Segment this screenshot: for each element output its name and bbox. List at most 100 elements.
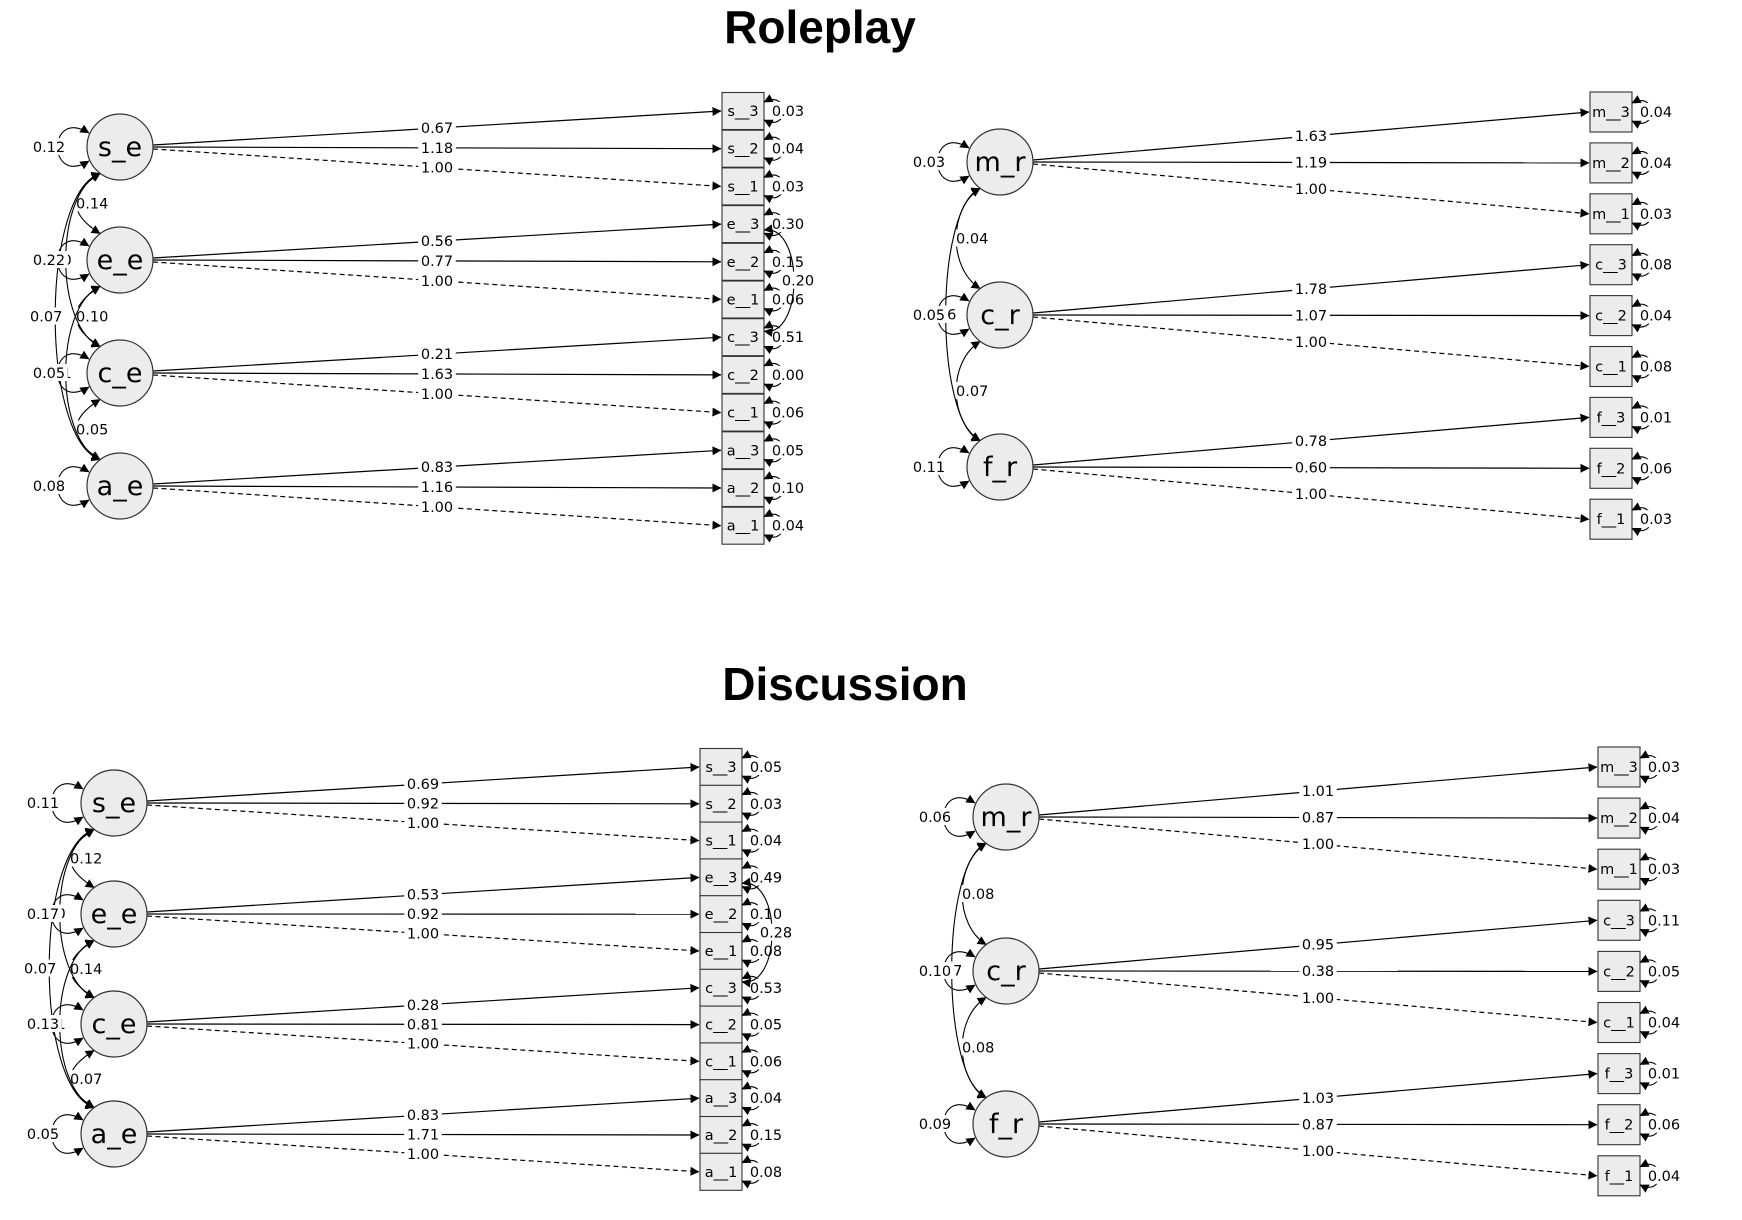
loading-label: 0.81 bbox=[407, 1017, 439, 1033]
indicator-node: a__2 bbox=[699, 1115, 743, 1155]
latent-label: f_r bbox=[983, 452, 1018, 483]
loading-label: 1.03 bbox=[1302, 1091, 1334, 1107]
residual-label: 0.03 bbox=[1648, 760, 1680, 776]
indicator-node: s__2 bbox=[721, 129, 765, 168]
loading-label: 1.00 bbox=[421, 387, 453, 403]
indicator-label: m__2 bbox=[1600, 811, 1638, 827]
indicator-label: e__1 bbox=[727, 293, 760, 309]
loading-label: 1.00 bbox=[1302, 991, 1334, 1007]
indicator-node: e__3 bbox=[699, 858, 743, 897]
residual-label: 0.51 bbox=[772, 330, 804, 346]
residual-label: 0.03 bbox=[1648, 862, 1680, 878]
residual-label: 0.04 bbox=[750, 1091, 782, 1107]
covariance-label: 0.07 bbox=[70, 1072, 102, 1088]
indicator-label: m__2 bbox=[1592, 156, 1630, 172]
indicator-node: a__3 bbox=[699, 1079, 743, 1118]
indicator-label: f__1 bbox=[1605, 1169, 1634, 1185]
latent-label: f_r bbox=[989, 1109, 1024, 1140]
indicator-node: e__1 bbox=[699, 931, 743, 971]
indicator-label: a__3 bbox=[727, 443, 760, 459]
indicator-label: c__3 bbox=[1595, 258, 1627, 274]
latent-node: m_r bbox=[966, 128, 1034, 196]
loading-label: 1.00 bbox=[421, 161, 453, 177]
indicator-node: s__2 bbox=[699, 784, 743, 823]
variance-label: 0.11 bbox=[27, 796, 59, 812]
indicator-node: e__2 bbox=[699, 895, 743, 934]
covariance-label: 0.08 bbox=[962, 887, 994, 903]
indicator-label: m__1 bbox=[1592, 207, 1630, 223]
latent-label: s_e bbox=[98, 132, 142, 163]
loading-label: 1.01 bbox=[1302, 784, 1334, 800]
latent-node: m_r bbox=[972, 783, 1040, 851]
loading-label: 0.56 bbox=[421, 234, 453, 250]
latent-node: f_r bbox=[972, 1090, 1040, 1158]
indicator-label: m__3 bbox=[1600, 760, 1638, 776]
loading-label: 0.67 bbox=[421, 121, 453, 137]
indicator-label: c__2 bbox=[727, 368, 759, 384]
residual-label: 0.08 bbox=[1640, 360, 1672, 376]
covariance-label: 0.07 bbox=[24, 962, 56, 978]
indicator-node: e__2 bbox=[721, 242, 765, 281]
residual-label: 0.04 bbox=[1648, 1169, 1680, 1185]
indicator-label: f__1 bbox=[1597, 512, 1626, 528]
indicator-label: f__3 bbox=[1605, 1067, 1634, 1083]
latent-node: a_e bbox=[86, 452, 154, 520]
variance-label: 0.05 bbox=[33, 366, 65, 382]
residual-label: 0.04 bbox=[750, 834, 782, 850]
variance-label: 0.09 bbox=[919, 1117, 951, 1133]
residual-label: 0.06 bbox=[772, 406, 804, 422]
covariance-label: 0.08 bbox=[962, 1041, 994, 1057]
loading-label: 0.28 bbox=[407, 998, 439, 1014]
loading-label: 1.00 bbox=[421, 500, 453, 516]
variance-label: 0.03 bbox=[913, 155, 945, 171]
loading-label: 0.78 bbox=[1295, 434, 1327, 450]
indicator-label: m__3 bbox=[1592, 105, 1630, 121]
loading-label: 1.18 bbox=[421, 141, 453, 157]
residual-label: 0.15 bbox=[772, 255, 804, 271]
indicator-label: s__2 bbox=[705, 797, 736, 813]
covariance-label: 0.07 bbox=[30, 310, 62, 326]
indicator-label: s__1 bbox=[705, 834, 736, 850]
latent-label: m_r bbox=[981, 802, 1033, 833]
indicator-node: f__3 bbox=[1589, 396, 1633, 438]
residual-label: 0.04 bbox=[1640, 156, 1672, 172]
loading-label: 0.53 bbox=[407, 888, 439, 904]
indicator-node: c__1 bbox=[699, 1042, 743, 1081]
residual-label: 0.03 bbox=[750, 797, 782, 813]
loading-label: 0.95 bbox=[1302, 938, 1334, 954]
covariance-label: 0.07 bbox=[956, 384, 988, 400]
indicator-node: a__1 bbox=[699, 1152, 743, 1191]
latent-node: c_e bbox=[80, 990, 148, 1058]
panel-title-discussion: Discussion bbox=[722, 658, 967, 710]
latent-node: s_e bbox=[86, 113, 154, 181]
indicator-node: c__3 bbox=[1597, 899, 1641, 941]
loading-label: 1.00 bbox=[421, 274, 453, 290]
indicator-label: c__3 bbox=[705, 981, 737, 997]
loading-label: 1.07 bbox=[1295, 308, 1327, 324]
latent-node: c_r bbox=[972, 937, 1040, 1005]
indicator-label: c__2 bbox=[1603, 964, 1635, 980]
residual-label: 0.04 bbox=[1640, 105, 1672, 121]
variance-label: 0.13 bbox=[27, 1017, 59, 1033]
residual-label: 0.06 bbox=[1648, 1118, 1680, 1134]
indicator-node: m__3 bbox=[1597, 746, 1641, 788]
loading-label: 1.00 bbox=[407, 927, 439, 943]
variance-label: 0.12 bbox=[33, 140, 65, 156]
covariance-label: 0.04 bbox=[956, 232, 988, 248]
indicator-label: e__2 bbox=[705, 907, 738, 923]
residual-label: 0.05 bbox=[772, 443, 804, 459]
indicator-label: c__1 bbox=[1595, 360, 1627, 376]
indicator-label: c__2 bbox=[1595, 309, 1627, 325]
latent-label: a_e bbox=[97, 471, 144, 502]
latent-label: e_e bbox=[91, 899, 138, 930]
loading-label: 0.87 bbox=[1302, 811, 1334, 827]
loading-label: 1.63 bbox=[1295, 129, 1327, 145]
loading-label: 1.00 bbox=[1302, 1144, 1334, 1160]
indicator-label: c__3 bbox=[1603, 913, 1635, 929]
latent-node: e_e bbox=[80, 880, 148, 948]
indicator-node: c__3 bbox=[699, 968, 743, 1007]
residual-label: 0.05 bbox=[750, 1018, 782, 1034]
indicator-node: f__1 bbox=[1597, 1155, 1641, 1197]
loading-label: 1.78 bbox=[1295, 282, 1327, 298]
indicator-label: c__3 bbox=[727, 330, 759, 346]
